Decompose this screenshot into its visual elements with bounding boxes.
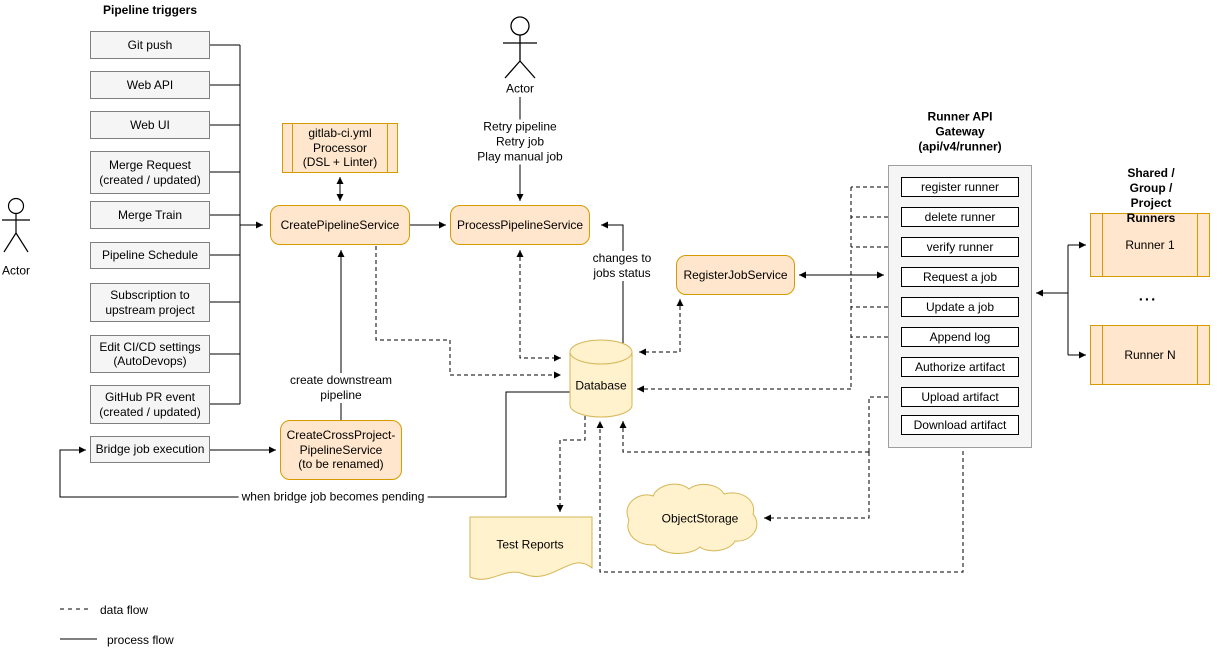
component-side-bar <box>387 124 388 172</box>
process-pipeline-service: ProcessPipelineService <box>450 205 590 245</box>
dataflow-processpipeline-db <box>516 250 561 362</box>
endpoint-authorize-artifact: Authorize artifact <box>901 357 1019 377</box>
gitlab-ci-processor-label: gitlab-ci.yml Processor (DSL + Linter) <box>302 126 378 170</box>
edge-label-jobs-status: changes to jobs status <box>589 251 655 281</box>
runner-1-label: Runner 1 <box>1125 237 1175 252</box>
runners-title: Shared / Group / Project Runners <box>1126 166 1176 225</box>
legend-process-flow-label: process flow <box>107 633 174 647</box>
test-reports-document <box>469 516 593 580</box>
pipeline-triggers-title: Pipeline triggers <box>103 3 198 17</box>
object-storage-label: ObjectStorage <box>661 511 739 526</box>
component-side-bar <box>1197 326 1198 384</box>
runner-api-gateway-title: Runner API Gateway (api/v4/runner) <box>918 109 1002 154</box>
database-cylinder <box>569 352 633 418</box>
dataflow-gateway-stubs <box>850 186 888 389</box>
dataflow-createpipeline-db <box>375 246 561 379</box>
endpoint-upload-artifact: Upload artifact <box>901 387 1019 407</box>
dataflow-upload-branch <box>868 396 888 452</box>
edge-label-when-bridge: when bridge job becomes pending <box>238 489 428 505</box>
trigger-merge-request: Merge Request (created / updated) <box>90 151 210 194</box>
database-cylinder-top <box>569 339 633 365</box>
trigger-bridge-job: Bridge job execution <box>90 436 210 463</box>
runner-n-label: Runner N <box>1124 347 1176 362</box>
endpoint-verify-runner: verify runner <box>901 237 1019 257</box>
trigger-pipeline-schedule: Pipeline Schedule <box>90 242 210 269</box>
edge-label-create-downstream: create downstream pipeline <box>286 373 396 403</box>
actor-left-icon <box>2 197 30 253</box>
trigger-web-ui: Web UI <box>90 111 210 139</box>
endpoint-append-log: Append log <box>901 327 1019 347</box>
component-side-bar <box>1102 214 1103 276</box>
endpoint-update-job: Update a job <box>901 297 1019 317</box>
connector-jobs-status <box>601 221 624 345</box>
dataflow-db-testreports <box>556 416 586 512</box>
actor-top-icon <box>503 16 537 79</box>
trigger-web-api: Web API <box>90 71 210 99</box>
trigger-merge-train: Merge Train <box>90 201 210 229</box>
runner-n: Runner N <box>1090 325 1210 385</box>
register-job-service: RegisterJobService <box>676 255 795 295</box>
dataflow-download-db <box>596 421 967 573</box>
create-pipeline-service: CreatePipelineService <box>270 205 410 245</box>
endpoint-download-artifact: Download artifact <box>901 415 1019 435</box>
runner-1: Runner 1 <box>1090 213 1210 277</box>
trigger-edit-cicd: Edit CI/CD settings (AutoDevops) <box>90 335 210 373</box>
trigger-git-push: Git push <box>90 31 210 59</box>
create-cross-project-pipeline-service: CreateCrossProject- PipelineService (to … <box>280 420 402 480</box>
actor-left-label: Actor <box>1 263 31 278</box>
component-side-bar <box>292 124 293 172</box>
dataflow-upload-objectstorage <box>764 452 870 522</box>
dataflow-upload-db <box>619 421 869 453</box>
connector-triggers-trunk <box>210 44 241 405</box>
test-reports-label: Test Reports <box>496 537 564 552</box>
trigger-github-pr: GitHub PR event (created / updated) <box>90 385 210 424</box>
dataflow-registerjob-db <box>639 299 684 356</box>
database-label: Database <box>575 378 627 393</box>
endpoint-request-job: Request a job <box>901 267 1019 287</box>
component-side-bar <box>1197 214 1198 276</box>
actor-top-label: Actor <box>505 81 535 96</box>
endpoint-register-runner: register runner <box>901 177 1019 197</box>
component-side-bar <box>1102 326 1103 384</box>
gitlab-ci-processor: gitlab-ci.yml Processor (DSL + Linter) <box>282 123 398 173</box>
trigger-subscription: Subscription to upstream project <box>90 283 210 322</box>
legend-data-flow-label: data flow <box>100 603 149 617</box>
object-storage-cloud <box>626 483 758 554</box>
edge-label-retry: Retry pipeline Retry job Play manual job <box>474 119 566 165</box>
endpoint-delete-runner: delete runner <box>901 207 1019 227</box>
runners-ellipsis: ... <box>1138 287 1158 305</box>
